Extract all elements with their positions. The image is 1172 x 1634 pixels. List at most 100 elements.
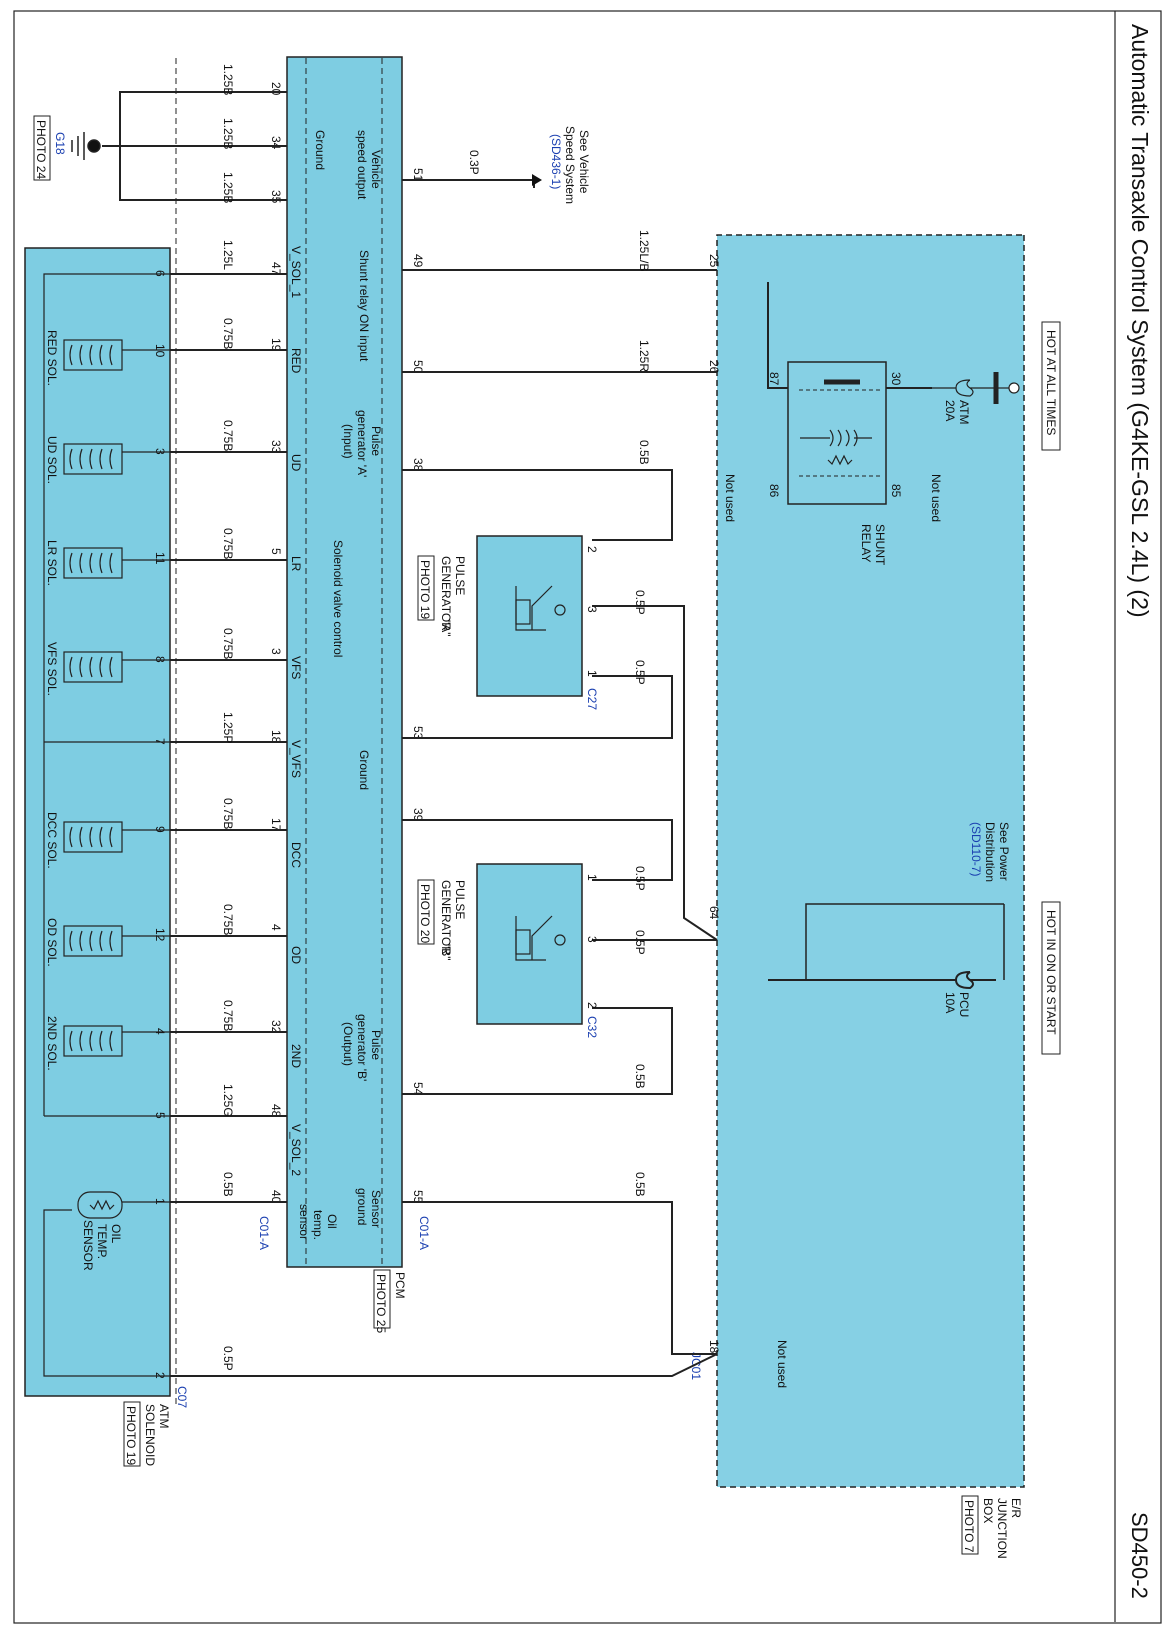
wire-label-g20: 1.25B (221, 64, 235, 95)
hot-on-start-tag (1041, 901, 1061, 1055)
atm-name-2: SOLENOID (143, 1404, 157, 1466)
jb-not-used: Not used (775, 1340, 789, 1388)
oil-temp-3: SENSOR (81, 1220, 95, 1271)
pcm-label-pga-2: generator 'A' (355, 410, 369, 477)
wire-label-54: 0.5B (633, 1064, 647, 1089)
pulse-a-name-2: GENERATOR (439, 556, 453, 631)
wire-label-0-3p: 0.3P (467, 150, 481, 175)
pcm-label-ots-1: Oil (325, 1214, 339, 1229)
pulse-b-name-2: GENERATOR (439, 880, 453, 955)
wire-38 (402, 469, 673, 541)
wire-label-g34: 1.25B (221, 118, 235, 149)
page-border (13, 10, 1162, 1624)
pcm-label-vsol2: V_SOL_2 (289, 1124, 303, 1176)
atm-photo: PHOTO 19 (124, 1406, 138, 1465)
vss-text-1: See Vehicle (577, 130, 591, 194)
pcm-label-svc: Solenoid valve control (331, 540, 345, 657)
pcu-fuse-label: PCU (957, 992, 971, 1017)
pcm-name: PCM (393, 1272, 407, 1299)
transistor-icon-a (515, 585, 566, 631)
diagram-code: SD450-2 (1127, 1512, 1152, 1599)
pcm-label-pgb-2: generator 'B' (355, 1014, 369, 1081)
pcm-pin-38: 38 (411, 458, 425, 472)
pcm-pin-50: 50 (411, 360, 425, 374)
pcm-pin-47: 47 (269, 262, 283, 276)
pcm-label-ground: Ground (313, 130, 327, 170)
relay-coil-icon (800, 429, 872, 447)
transistor-icon-b (515, 915, 566, 961)
sol-label-dcc: DCC SOL. (45, 812, 59, 869)
pulse-a-pin-1: 1 (585, 670, 599, 677)
relay-resistor-icon (827, 454, 853, 466)
solenoid-wires (170, 273, 718, 1377)
pcu-fuse-icon (768, 971, 996, 990)
pcm-label-vfs: VFS (289, 656, 303, 679)
sol-label-od: OD SOL. (45, 918, 59, 967)
wire-label-55: 0.5B (633, 1172, 647, 1197)
pcm-pin-39: 39 (411, 808, 425, 822)
relay-name-1: SHUNT (873, 524, 887, 566)
pcm-pin-51: 51 (411, 168, 425, 182)
vss-text-2: Speed System (563, 126, 577, 204)
pcm-label-dcc: DCC (289, 842, 303, 868)
pcm-label-lr: LR (289, 556, 303, 572)
pcm-label-ud: UD (289, 454, 303, 472)
pcm-photo-tag (373, 1269, 391, 1329)
pcm-label-sg-2: ground (355, 1188, 369, 1225)
pcm-pin-19: 19 (269, 338, 283, 352)
pcm-pin-35: 35 (269, 190, 283, 204)
jb-name-1: E/R (1009, 1498, 1023, 1518)
pcm-label-vsol1: V_SOL_1 (289, 246, 303, 298)
wire-label-1-25l: 1.25L (221, 240, 235, 270)
wire-label-pa1: 0.5P (633, 660, 647, 685)
pcm-label-2nd: 2ND (289, 1044, 303, 1068)
relay-pin-85: 85 (889, 484, 903, 498)
pulse-b-pin-2: 2 (585, 1002, 599, 1009)
pcm-label-ots-2: temp. (311, 1210, 325, 1240)
pcm-pin-48: 48 (269, 1104, 283, 1118)
ground-wires (102, 91, 287, 201)
see-power-text-1: See Power (997, 822, 1011, 881)
ground-name: G18 (53, 132, 67, 155)
pulse-b-pin-3: 3 (585, 936, 599, 943)
sol-label-2nd: 2ND SOL. (45, 1016, 59, 1071)
jb-pin-64: 64 (707, 906, 721, 920)
diagram-title: Automatic Transaxle Control System (G4KE… (1127, 24, 1153, 618)
see-power-text-2: Distribution (983, 822, 997, 882)
sol-label-vfs: VFS SOL. (45, 642, 59, 696)
oil-temp-1: OIL (109, 1224, 123, 1244)
hot-at-all-times-tag (1041, 321, 1061, 451)
wire-53 (402, 675, 673, 739)
atm-name-1: ATM (157, 1404, 171, 1428)
wire-label-17: 0.75B (221, 798, 235, 829)
relay-name-2: RELAY (859, 524, 873, 562)
sol-label-lr: LR SOL. (45, 540, 59, 586)
pcm-label-pgb-1: Pulse (369, 1030, 383, 1060)
pulse-a-pin-2: 2 (585, 546, 599, 553)
atm-fuse-rating: 20A (943, 400, 957, 421)
wire-55 (402, 1201, 717, 1355)
pulse-a-photo-tag (417, 555, 435, 621)
jb-photo: PHOTO 7 (962, 1500, 976, 1553)
pcm-pin-49: 49 (411, 254, 425, 268)
pcm-pin-32: 32 (269, 1020, 283, 1034)
relay-pin-87: 87 (767, 372, 781, 386)
vss-arrow (532, 174, 542, 186)
atm-connector: C07 (175, 1386, 189, 1408)
pcm-pin-3: 3 (269, 648, 283, 655)
pulse-b-name-3: "B" (439, 944, 453, 961)
wire-label-c07-2: 0.5P (221, 1346, 235, 1371)
pulse-a-photo: PHOTO 19 (418, 560, 432, 619)
relay-pin-86: 86 (767, 484, 781, 498)
pcm-label-vso-2: speed output (355, 130, 369, 200)
pcm-connector-right: C01-A (417, 1216, 431, 1250)
ground-photo-tag (33, 115, 51, 181)
jb-name-2: JUNCTION (995, 1498, 1009, 1559)
wire-label-40: 0.5B (221, 1172, 235, 1197)
ground-photo: PHOTO 24 (34, 120, 48, 179)
atm-photo-tag (123, 1401, 141, 1467)
pulse-b-photo: PHOTO 20 (418, 884, 432, 943)
pcm-pin-54: 54 (411, 1082, 425, 1096)
wire-label-32: 0.75B (221, 1000, 235, 1031)
